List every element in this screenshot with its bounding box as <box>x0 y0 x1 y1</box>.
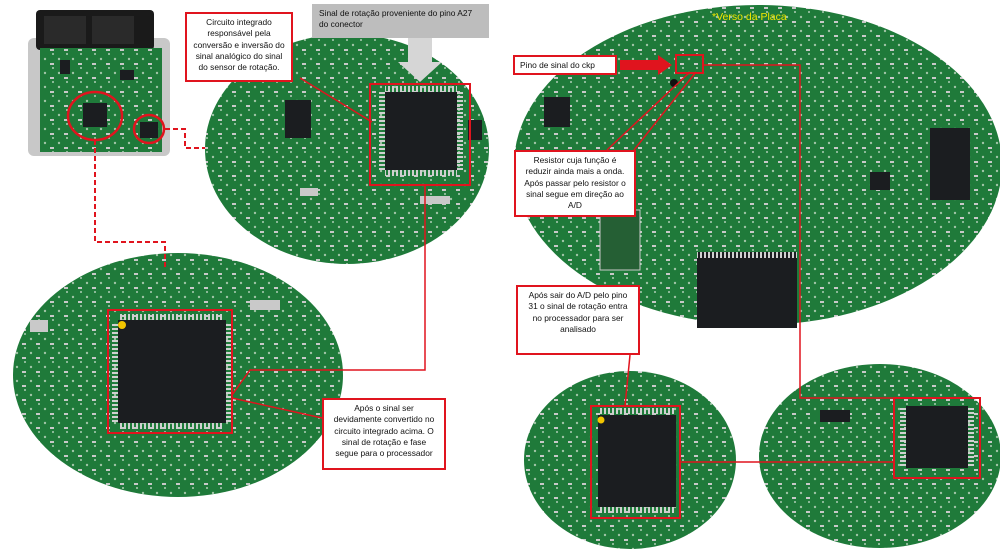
after-conversion-label: Após o sinal ser devidamente convertido … <box>322 398 446 470</box>
connector-ecu-to-ic <box>165 128 205 149</box>
pointer-after-ad-label <box>624 354 631 407</box>
signal-source-callout: Sinal de rotação proveniente do pino A27… <box>312 4 489 38</box>
ecu-board-photo <box>28 10 170 156</box>
ad-converter-highlight-box <box>893 397 981 479</box>
connector-ecu-to-processor <box>94 140 166 268</box>
pointer-resistor-label-2 <box>633 71 697 151</box>
connector-ckp-to-ad <box>703 64 905 399</box>
pointer-processor-label <box>231 397 323 419</box>
ckp-arrow-icon <box>620 55 672 75</box>
processor-highlight-box <box>107 309 233 434</box>
ecu-ic-highlight <box>132 113 166 145</box>
ic-highlight-box <box>369 83 471 186</box>
zoom-ellipse-ad-converter <box>759 364 1000 548</box>
ic-description-label: Circuito integrado responsável pela conv… <box>185 12 293 82</box>
signal-down-arrow-icon <box>398 38 442 82</box>
after-ad-label: Após sair do A/D pelo pino 31 o sinal de… <box>516 285 640 355</box>
resistor-description-label: Resistor cuja função é reduzir ainda mai… <box>514 150 636 217</box>
zoom-ellipse-ic <box>205 34 489 264</box>
pointer-ic-label <box>299 77 373 123</box>
connector-ic-to-processor-label <box>231 185 426 396</box>
zoom-ellipse-processor <box>13 253 343 497</box>
ckp-pin-label: Pino de sinal do ckp <box>513 55 617 75</box>
pointer-resistor-label <box>606 71 691 151</box>
zoom-ellipse-processor-2 <box>524 371 736 549</box>
board-back-title: *Verso da Placa <box>712 11 787 23</box>
zoom-ellipse-board-back <box>514 5 1000 328</box>
